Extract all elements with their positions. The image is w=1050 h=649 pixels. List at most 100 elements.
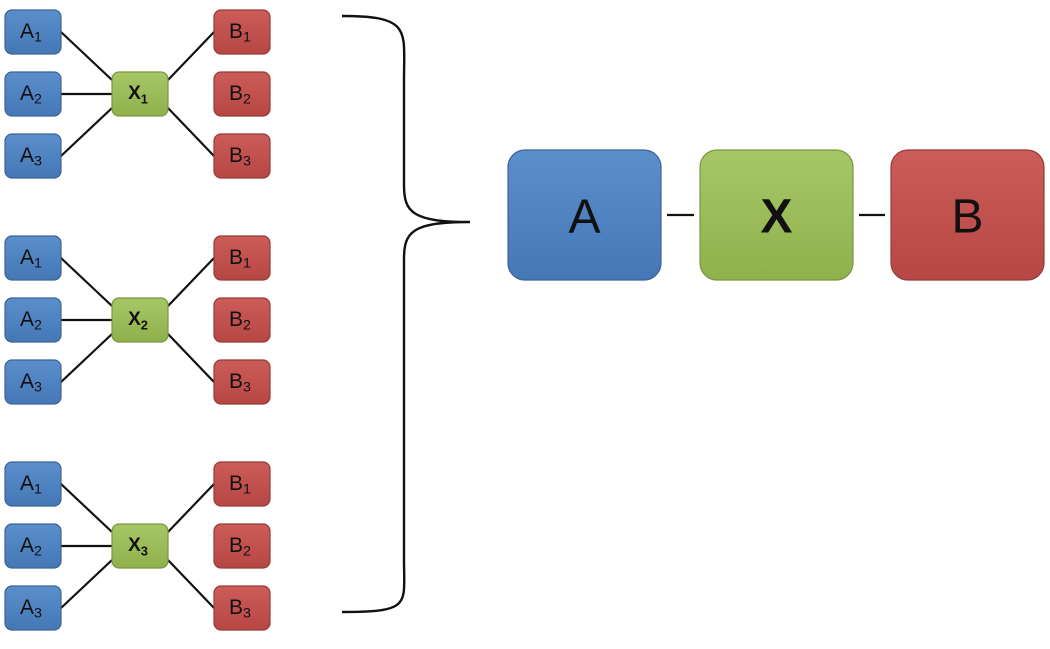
node-label: B1 (229, 20, 251, 46)
node-a3: A3 (4, 585, 62, 631)
node-label-subscript: 3 (243, 379, 251, 395)
node-label-subscript: 1 (243, 255, 251, 271)
node-label: B2 (229, 308, 251, 334)
node-label-base: B (229, 20, 243, 43)
node-label-subscript: 3 (34, 379, 42, 395)
node-a2: A2 (4, 71, 62, 117)
node-b3-shape (213, 359, 271, 405)
node-b3-shape (213, 585, 271, 631)
node-x3-shape (111, 523, 169, 569)
node-b1: B1 (213, 461, 271, 507)
summary-node-x: X (699, 149, 854, 281)
summary-node-a-shape (507, 149, 662, 281)
node-a3-shape (4, 359, 62, 405)
node-label-subscript: 2 (34, 317, 42, 333)
node-label: B3 (229, 144, 251, 170)
connector-a1-x2 (60, 257, 113, 307)
node-label-subscript: 1 (34, 255, 42, 271)
connector-a3-x2 (60, 333, 113, 383)
node-label-base: B (229, 534, 243, 557)
node-label: A1 (20, 20, 42, 46)
node-label-subscript: 1 (34, 29, 42, 45)
node-label-subscript: 2 (141, 317, 148, 332)
node-a2-shape (4, 523, 62, 569)
node-label-base: A (20, 472, 34, 495)
node-b3: B3 (213, 585, 271, 631)
node-label: A1 (20, 246, 42, 272)
summary-node-a-label: A (568, 191, 600, 244)
node-b2-shape (213, 71, 271, 117)
node-b2-shape (213, 297, 271, 343)
node-label-base: A (20, 370, 34, 393)
node-label-base: B (229, 308, 243, 331)
connector-a1-x3 (60, 483, 113, 533)
node-label-base: A (20, 308, 34, 331)
node-label-subscript: 3 (243, 605, 251, 621)
node-layer: A1A2A3B1B2B3X1A1A2A3B1B2B3X2A1A2A3B1B2B3… (4, 9, 271, 631)
node-label-subscript: 3 (141, 543, 148, 558)
node-a1-shape (4, 235, 62, 281)
node-a2-shape (4, 297, 62, 343)
node-label: B1 (229, 472, 251, 498)
node-label: B2 (229, 82, 251, 108)
node-a1: A1 (4, 461, 62, 507)
node-label: B3 (229, 596, 251, 622)
node-a3-shape (4, 133, 62, 179)
node-x2: X2 (111, 297, 169, 343)
node-b1-shape (213, 9, 271, 55)
node-label-base: B (229, 82, 243, 105)
node-a3: A3 (4, 133, 62, 179)
connector-a1-x1 (60, 31, 113, 81)
connector-x2-b1 (167, 257, 215, 307)
node-label-subscript: 1 (243, 481, 251, 497)
node-a1: A1 (4, 235, 62, 281)
node-label: B3 (229, 370, 251, 396)
summary-node-b: B (890, 149, 1045, 281)
node-label-base: B (229, 472, 243, 495)
node-label-base: A (20, 246, 34, 269)
node-label: B1 (229, 246, 251, 272)
connector-gap (694, 211, 701, 219)
node-label: B2 (229, 534, 251, 560)
connector-x1-b1 (167, 31, 215, 81)
node-label-base: A (20, 534, 34, 557)
node-a3-shape (4, 585, 62, 631)
node-x2-shape (111, 297, 169, 343)
connector-layer (60, 14, 471, 614)
node-label-base: X (128, 309, 141, 330)
node-a3: A3 (4, 359, 62, 405)
summary-node-b-shape (890, 149, 1045, 281)
node-label-subscript: 1 (243, 29, 251, 45)
node-label: A2 (20, 308, 42, 334)
node-label: X3 (128, 535, 148, 559)
node-x1-shape (111, 71, 169, 117)
node-label-subscript: 2 (34, 91, 42, 107)
node-label-base: X (128, 535, 141, 556)
node-b1-shape (213, 461, 271, 507)
node-b2-shape (213, 523, 271, 569)
node-label: A3 (20, 370, 42, 396)
summary-node-x-shape (699, 149, 854, 281)
connector-x3-b1 (167, 483, 215, 533)
node-label-subscript: 2 (34, 543, 42, 559)
node-label-base: X (128, 83, 141, 104)
connector-gap (852, 211, 859, 219)
node-b1: B1 (213, 9, 271, 55)
node-b2: B2 (213, 297, 271, 343)
node-label-subscript: 3 (34, 153, 42, 169)
node-a2: A2 (4, 523, 62, 569)
node-label: A3 (20, 144, 42, 170)
node-label-base: B (229, 370, 243, 393)
node-label-subscript: 2 (243, 91, 251, 107)
node-label-base: A (20, 20, 34, 43)
connector-x1-b3 (167, 107, 215, 157)
node-label-base: B (229, 596, 243, 619)
node-b3-shape (213, 133, 271, 179)
node-label-base: B (229, 144, 243, 167)
summary-node-a: A (507, 149, 662, 281)
connector-gap (885, 211, 892, 219)
node-label-subscript: 2 (243, 543, 251, 559)
